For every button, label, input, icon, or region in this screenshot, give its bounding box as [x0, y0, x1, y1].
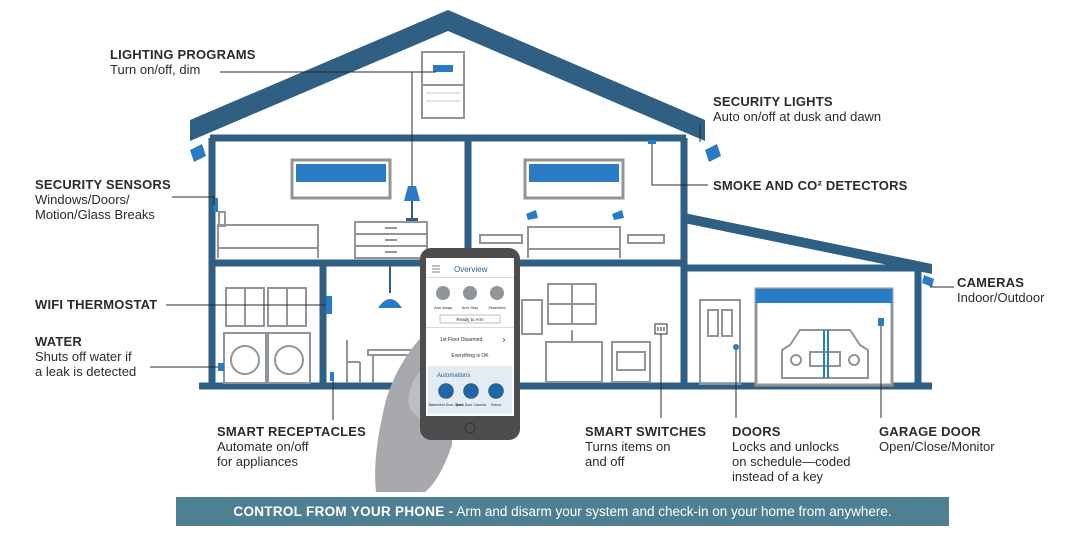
smart-switch-icon — [654, 323, 668, 335]
garage-roof — [684, 213, 932, 274]
bedroom-window-right — [523, 158, 625, 200]
callout-desc: Auto on/off at dusk and dawn — [713, 109, 882, 124]
floor-status[interactable]: 1st Floor Disarmed — [440, 337, 482, 343]
attic-light-icon — [433, 65, 453, 72]
callout-title: GARAGE DOOR — [879, 424, 981, 439]
leader-lines — [150, 71, 954, 420]
garage-walls — [684, 264, 922, 386]
control-banner: CONTROL FROM YOUR PHONE - Arm and disarm… — [176, 497, 949, 526]
callout-smoke-detectors: SMOKE AND CO² DETECTORS — [713, 178, 908, 193]
callout-smart-switches: SMART SWITCHES Turns items on and off — [585, 424, 706, 469]
arm-away-label: Arm Away — [434, 305, 452, 310]
callout-title: SMOKE AND CO² DETECTORS — [713, 178, 908, 193]
chevron-right-icon[interactable]: › — [502, 335, 506, 346]
automations-title: Automations — [437, 373, 470, 379]
security-sensor-icon — [214, 198, 218, 212]
disarmed-label: Disarmed — [488, 305, 505, 310]
callout-title: WATER — [35, 334, 82, 349]
callout-title: SMART SWITCHES — [585, 424, 707, 439]
arm-stay-label: Arm Stay — [462, 305, 478, 310]
garage-door-sensor-icon — [878, 318, 884, 326]
front-door — [699, 299, 741, 385]
callout-smart-receptacles: SMART RECEPTACLES Automate on/off for ap… — [217, 424, 366, 469]
bedroom-window — [290, 158, 392, 200]
callout-lighting-programs: LIGHTING PROGRAMS Turn on/off, dim — [110, 47, 256, 77]
banner-bold: CONTROL FROM YOUR PHONE - — [233, 504, 454, 519]
callout-desc: Automate on/off for appliances — [217, 439, 309, 469]
laundry-room — [223, 287, 311, 384]
arm-stay-icon[interactable] — [463, 286, 477, 300]
phone-home-button — [464, 422, 476, 434]
security-light-icon — [190, 144, 721, 162]
kitchen — [521, 283, 651, 383]
callout-desc: Locks and unlocks on schedule—coded inst… — [732, 439, 851, 484]
dresser — [354, 221, 428, 259]
automation-label: Back Door Camera — [456, 403, 487, 407]
select-icon[interactable] — [488, 383, 504, 399]
car — [781, 329, 869, 379]
bed-right — [479, 226, 665, 258]
ok-status: Everything is OK — [451, 353, 489, 359]
camera-icon — [922, 275, 934, 287]
callout-security-lights: SECURITY LIGHTS Auto on/off at dusk and … — [713, 94, 881, 124]
callout-desc: Open/Close/Monitor — [879, 439, 995, 454]
automation-buttons[interactable] — [438, 383, 504, 399]
callout-title: DOORS — [732, 424, 781, 439]
callout-title: WIFI THERMOSTAT — [35, 297, 158, 312]
callout-security-sensors: SECURITY SENSORS Windows/Doors/ Motion/G… — [35, 177, 171, 222]
thermostat-icon — [326, 296, 332, 314]
callout-desc: Turns items on and off — [585, 439, 671, 469]
callout-title: CAMERAS — [957, 275, 1025, 290]
basement-door-icon[interactable] — [438, 383, 454, 399]
phone-arm-buttons[interactable] — [436, 286, 504, 300]
arm-away-icon[interactable] — [436, 286, 450, 300]
attic-window — [421, 51, 465, 119]
callout-desc: Shuts off water if a leak is detected — [35, 349, 137, 379]
phone-title: Overview — [454, 265, 488, 274]
ready-to-arm-label: Ready to Arm — [456, 317, 484, 322]
smoke-detector-icon — [648, 140, 656, 144]
bed — [217, 211, 319, 258]
callout-desc: Windows/Doors/ Motion/Glass Breaks — [35, 192, 155, 222]
pendant-lamp-icon — [378, 266, 402, 308]
back-door-camera-icon[interactable] — [463, 383, 479, 399]
callout-doors: DOORS Locks and unlocks on schedule—code… — [732, 424, 851, 484]
callout-garage-door: GARAGE DOOR Open/Close/Monitor — [879, 424, 995, 454]
garage-door-track — [756, 289, 892, 303]
callout-title: SECURITY LIGHTS — [713, 94, 833, 109]
water-sensor-icon — [218, 363, 224, 371]
ready-to-arm-button[interactable] — [439, 314, 501, 324]
table-lamp-icon — [404, 186, 420, 221]
banner-text: Arm and disarm your system and check-in … — [453, 504, 892, 519]
door-lock-icon — [733, 344, 739, 350]
callout-desc: Turn on/off, dim — [110, 62, 201, 77]
automation-label: Basement Door Open — [429, 403, 464, 407]
callout-title: LIGHTING PROGRAMS — [110, 47, 256, 62]
callout-title: SECURITY SENSORS — [35, 177, 171, 192]
callout-wifi-thermostat: WIFI THERMOSTAT — [35, 297, 157, 312]
callout-desc: Indoor/Outdoor — [957, 290, 1045, 305]
callout-title: SMART RECEPTACLES — [217, 424, 367, 439]
smart-receptacle-icon — [330, 372, 334, 381]
disarmed-icon[interactable] — [490, 286, 504, 300]
phone-menu-icon — [432, 265, 440, 273]
automation-label: Select — [491, 403, 501, 407]
callout-water: WATER Shuts off water if a leak is detec… — [35, 334, 136, 379]
callout-cameras: CAMERAS Indoor/Outdoor — [957, 275, 1044, 305]
wall-lamp-icons — [526, 210, 624, 220]
